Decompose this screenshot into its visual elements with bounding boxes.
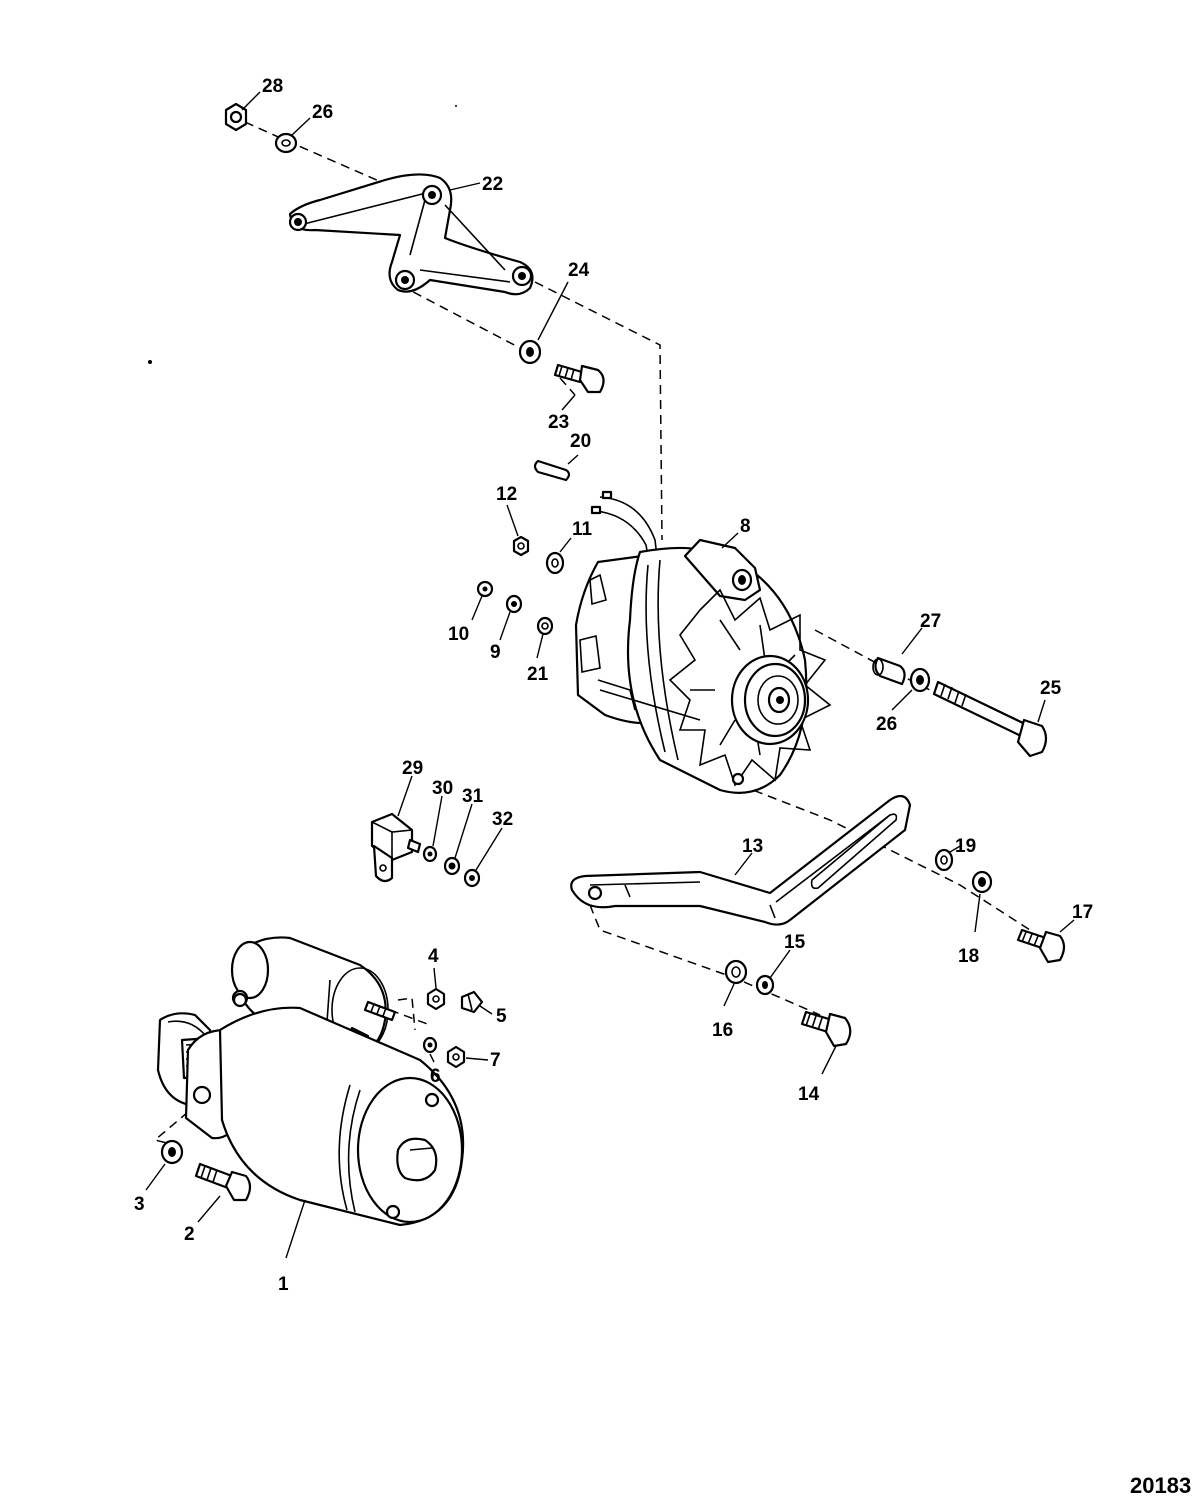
nut-4 [426,987,446,1011]
lockwasher-18 [971,870,993,894]
callout-22: 22 [482,174,503,195]
callout-21: 21 [527,664,549,685]
callout-16: 16 [712,1020,733,1041]
callout-28: 28 [262,76,283,97]
callout-24: 24 [568,260,590,281]
nut-32 [463,868,481,888]
callout-29: 29 [402,758,423,779]
washer-30 [422,845,438,863]
callout-5: 5 [496,1006,507,1027]
bolt-14 [800,1010,852,1048]
washer-21 [536,616,554,636]
callout-13: 13 [742,836,763,857]
callout-31: 31 [462,786,484,807]
washer-24 [518,339,542,365]
callout-11: 11 [572,519,593,540]
callout-25: 25 [1040,678,1062,699]
nut-28 [224,102,248,132]
washer-9 [505,594,523,614]
starter-motor [156,936,465,1227]
bolt-17 [1016,928,1066,964]
callout-20: 20 [570,431,591,452]
leader-lines [145,91,1075,1259]
callout-26-right: 26 [876,714,897,735]
callout-12: 12 [496,484,517,505]
alternator [574,490,832,794]
callout-15: 15 [784,932,806,953]
callout-14: 14 [798,1084,820,1105]
callout-19: 19 [955,836,976,857]
callout-26-top: 26 [312,102,333,123]
callout-8: 8 [740,516,751,537]
nut-6 [422,1036,438,1054]
washer-26-right [909,667,931,693]
callout-1: 1 [278,1274,289,1295]
callout-18: 18 [958,946,979,967]
callout-17: 17 [1072,902,1093,923]
adjusting-bracket [570,794,912,926]
washer-3 [160,1139,184,1165]
washer-26-top [274,132,298,154]
bolt-23 [553,363,605,394]
spacer-11 [545,551,565,575]
upper-mounting-bracket [288,173,534,296]
nut-7 [446,1045,466,1069]
callout-6: 6 [430,1066,441,1087]
callout-2: 2 [184,1224,195,1245]
bolt-25 [932,680,1048,758]
callout-30: 30 [432,778,453,799]
scan-speck [148,360,152,364]
assembly-lines [153,121,1031,1146]
figure-number: 20183 [1130,1473,1191,1498]
nut-12 [512,535,530,557]
callout-32: 32 [492,809,513,830]
washer-16 [724,959,748,985]
callout-23: 23 [548,412,569,433]
nut-10 [476,580,494,598]
washer-19 [934,848,954,872]
callout-9: 9 [490,642,501,663]
callout-27: 27 [920,611,941,632]
callout-labels: 28 26 22 24 23 20 12 11 8 10 9 21 27 26 … [134,76,1093,1295]
callout-7: 7 [490,1050,501,1071]
callout-4: 4 [428,946,439,967]
bolt-2 [194,1162,252,1202]
lockwasher-15 [755,974,775,996]
component-29 [370,812,422,883]
scan-speck [455,105,457,107]
callout-3: 3 [134,1194,145,1215]
callout-10: 10 [448,624,469,645]
washer-31 [443,856,461,876]
boot-5 [460,990,484,1014]
pin-20 [533,459,571,482]
spacer-27 [872,656,906,686]
